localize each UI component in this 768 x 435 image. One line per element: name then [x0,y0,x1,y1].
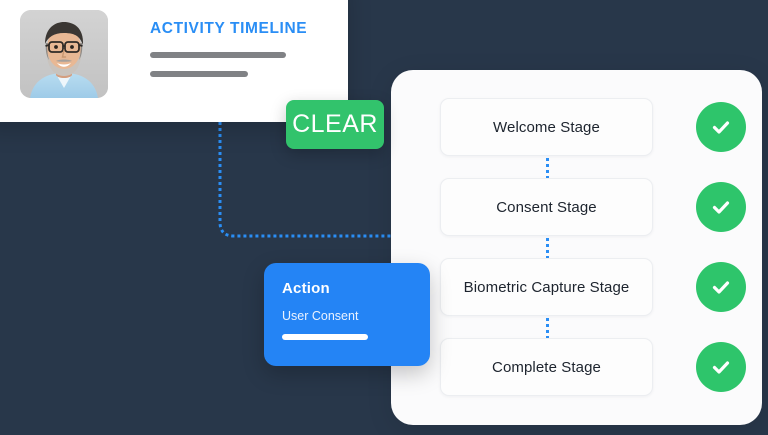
stage-connector-dots [546,158,549,180]
stage-row[interactable]: Welcome Stage [440,98,760,156]
stage-label: Consent Stage [496,198,597,216]
action-card-placeholder-bar [282,334,368,340]
stage-card-welcome[interactable]: Welcome Stage [440,98,653,156]
stage-label: Welcome Stage [493,118,600,136]
stages-panel: Welcome Stage Consent Stage Biometric Ca… [391,70,762,425]
stage-label: Complete Stage [492,358,601,376]
page-title: ACTIVITY TIMELINE [150,20,308,37]
stage-row[interactable]: Complete Stage [440,338,760,396]
check-icon [696,262,746,312]
placeholder-bar-1 [150,52,286,58]
placeholder-bar-2 [150,71,248,77]
stage-connector-dots [546,238,549,260]
stage-row[interactable]: Biometric Capture Stage [440,258,760,316]
action-card[interactable]: Action User Consent [264,263,430,366]
stage-card-complete[interactable]: Complete Stage [440,338,653,396]
check-icon [696,182,746,232]
stage-card-consent[interactable]: Consent Stage [440,178,653,236]
check-icon [696,102,746,152]
activity-timeline-body: ACTIVITY TIMELINE [150,20,330,77]
avatar [20,10,108,98]
stage-card-biometric-capture[interactable]: Biometric Capture Stage [440,258,653,316]
stage-label: Biometric Capture Stage [463,278,630,296]
check-icon [696,342,746,392]
stage-connector-dots [546,318,549,340]
clear-button[interactable]: CLEAR [286,100,384,149]
action-card-title: Action [282,280,330,297]
stage-row[interactable]: Consent Stage [440,178,760,236]
action-card-subtitle: User Consent [282,309,359,323]
